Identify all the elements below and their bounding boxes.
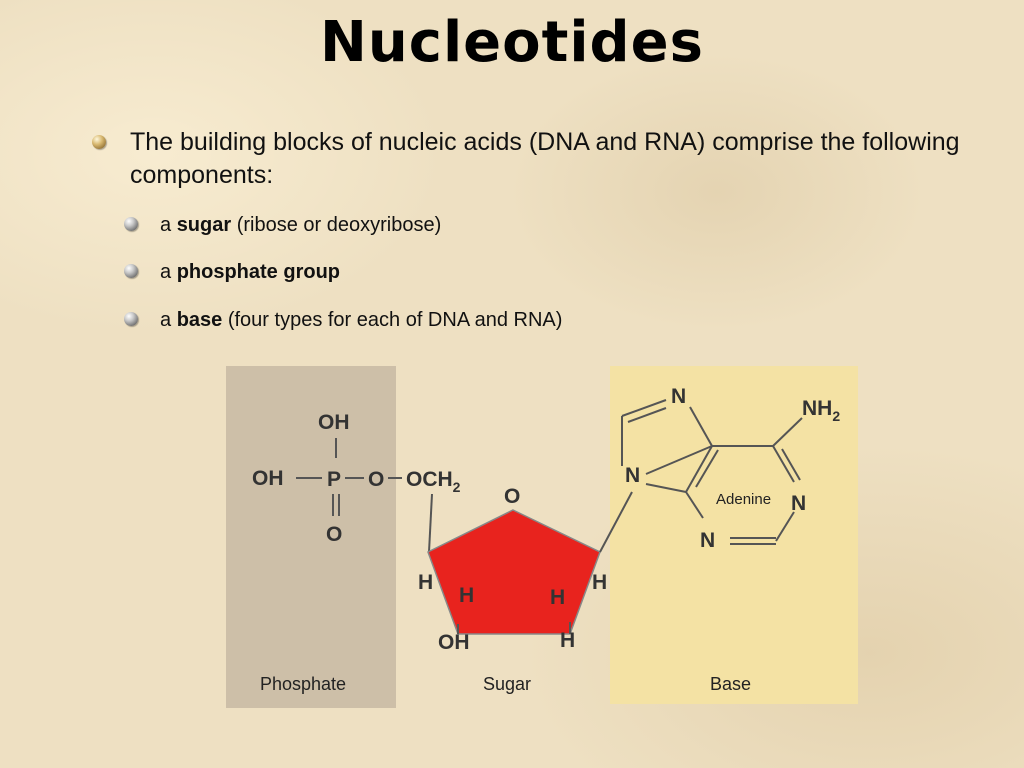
sugar-oh: OH bbox=[438, 631, 470, 654]
phosphate-oh-top: OH bbox=[318, 411, 350, 434]
sugar-h: H bbox=[550, 586, 565, 609]
sugar-group: O H H H H OH H bbox=[418, 485, 607, 654]
sub-bullet-text: a phosphate group bbox=[160, 261, 341, 283]
adenine-n-left: N bbox=[625, 464, 640, 487]
sugar-h: H bbox=[592, 571, 607, 594]
nucleotide-structure-figure: OH OH P O OCH2 O O H H H H OH H bbox=[226, 366, 858, 708]
bullet-icon bbox=[124, 217, 138, 231]
adenine-n-top: N bbox=[671, 385, 686, 408]
phosphate-oh-left: OH bbox=[252, 467, 284, 490]
sugar-ring-o: O bbox=[504, 485, 520, 508]
phosphate-label: Phosphate bbox=[260, 674, 346, 694]
adenine-n-right: N bbox=[791, 492, 806, 515]
phosphate-panel bbox=[226, 366, 396, 708]
adenine-group: N NH2 N N N bbox=[625, 385, 840, 552]
base-panel bbox=[610, 366, 858, 704]
adenine-nh2: NH2 bbox=[802, 397, 840, 424]
bullet-icon bbox=[124, 264, 138, 278]
phosphate-o-bottom: O bbox=[326, 523, 342, 546]
bullet-icon bbox=[92, 135, 106, 149]
sugar-label: Sugar bbox=[483, 674, 531, 694]
sugar-h: H bbox=[459, 584, 474, 607]
main-bullet-text: The building blocks of nucleic acids (DN… bbox=[130, 128, 960, 189]
sugar-h: H bbox=[418, 571, 433, 594]
phosphate-o-link: O bbox=[368, 468, 384, 491]
bullet-icon bbox=[124, 312, 138, 326]
sub-bullet-text: a sugar (ribose or deoxyribose) bbox=[160, 214, 442, 236]
adenine-bonds bbox=[621, 399, 803, 545]
nucleotide-diagram: OH OH P O OCH2 O O H H H H OH H bbox=[220, 362, 870, 717]
sugar-ring bbox=[427, 509, 601, 635]
phosphate-och2: OCH2 bbox=[406, 468, 461, 495]
sugar-h-bottom: H bbox=[560, 629, 575, 652]
slide-title: Nucleotides bbox=[320, 10, 704, 75]
adenine-n-bottom: N bbox=[700, 529, 715, 552]
bond-line bbox=[428, 493, 433, 553]
base-label: Base bbox=[710, 674, 751, 694]
sub-bullet-text: a base (four types for each of DNA and R… bbox=[160, 309, 563, 331]
phosphate-group: OH OH P O OCH2 O bbox=[252, 411, 461, 546]
bond-line bbox=[599, 491, 633, 553]
adenine-label: Adenine bbox=[716, 491, 771, 508]
phosphate-p: P bbox=[327, 468, 341, 491]
